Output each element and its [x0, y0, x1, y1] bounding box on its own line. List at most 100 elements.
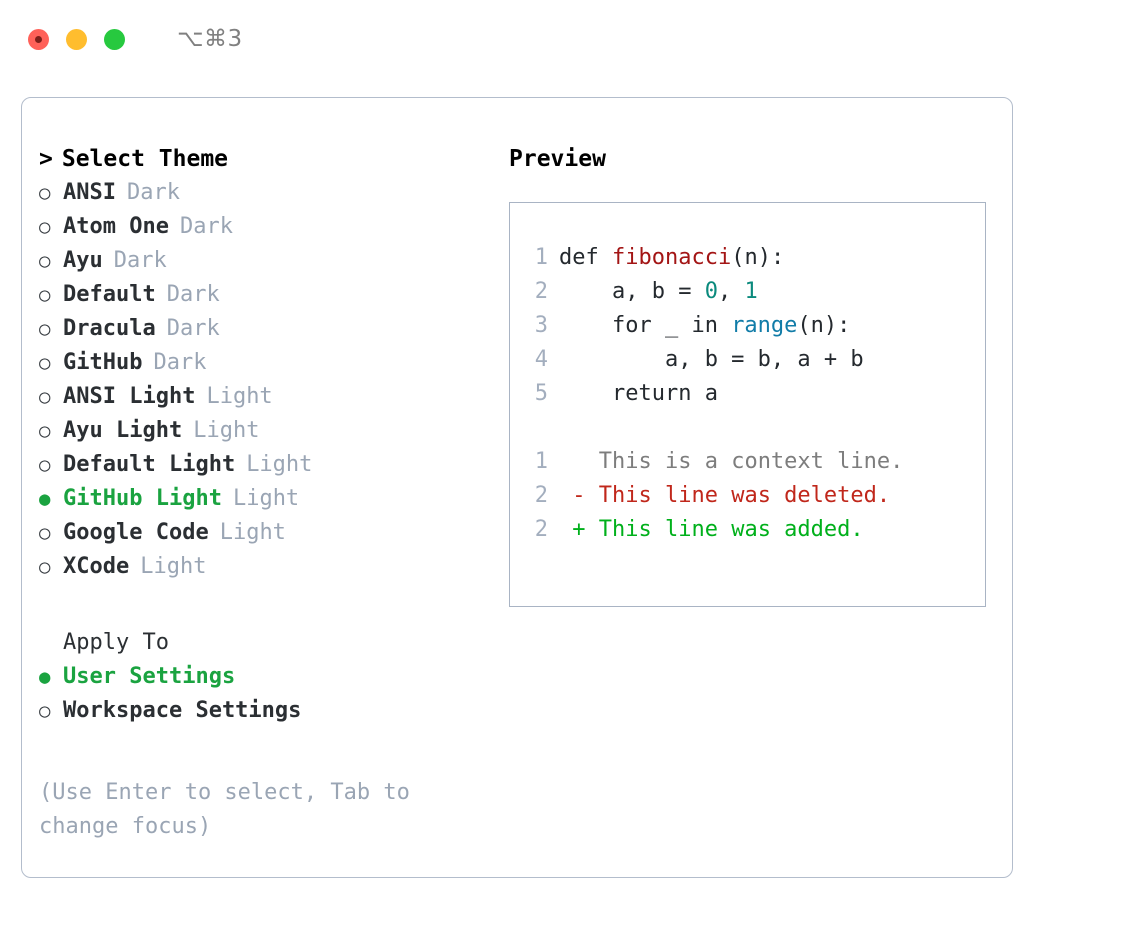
code-token: a, b = b, a + b [559, 347, 864, 372]
theme-option-label: Ayu [63, 248, 103, 273]
radio-unselected-icon: ○ [39, 386, 51, 408]
code-diff-separator [510, 415, 985, 449]
apply-to-section: ○ Apply To ●User Settings○Workspace Sett… [39, 630, 487, 732]
code-line: 4 a, b = b, a + b [510, 347, 985, 381]
diff-marker: + [559, 517, 599, 542]
zoom-button[interactable] [104, 28, 125, 50]
apply-to-option-workspace-settings[interactable]: ○ Workspace Settings [39, 698, 487, 732]
code-token: 0 [704, 279, 718, 304]
keyboard-shortcut-label: ⌥⌘3 [177, 26, 243, 52]
minimize-button[interactable] [66, 28, 87, 50]
code-token: for _ in [559, 313, 732, 338]
apply-to-option-user-settings[interactable]: ●User Settings [39, 664, 487, 698]
code-line: 2 a, b = 0, 1 [510, 279, 985, 313]
keyboard-hint-text: (Use Enter to select, Tab to change focu… [39, 780, 410, 839]
code-line-number: 4 [534, 347, 548, 372]
theme-option-dracula[interactable]: ○ Dracula Dark [39, 316, 487, 350]
theme-option-kind: Light [246, 452, 313, 477]
diff-line-ctx: 1 This is a context line. [510, 449, 985, 483]
select-theme-title: Select Theme [61, 146, 229, 172]
theme-option-kind: Dark [166, 316, 220, 341]
theme-option-google-code[interactable]: ○ Google Code Light [39, 520, 487, 554]
diff-sample: 1 This is a context line.2 - This line w… [510, 449, 985, 551]
theme-option-kind: Dark [153, 350, 207, 375]
apply-to-heading: ○ Apply To [39, 630, 487, 664]
theme-option-label: Dracula [63, 316, 156, 341]
code-token: return a [559, 381, 718, 406]
apply-to-title: Apply To [63, 630, 169, 655]
close-button[interactable] [28, 28, 49, 50]
theme-option-label: GitHub [63, 350, 143, 375]
window-controls [28, 28, 125, 50]
theme-option-label: ANSI [63, 180, 116, 205]
diff-marker [559, 449, 599, 474]
code-token: a, b = [559, 279, 705, 304]
theme-option-ayu[interactable]: ○ Ayu Dark [39, 248, 487, 282]
theme-option-label: GitHub Light [63, 486, 222, 511]
diff-line-number: 2 [534, 483, 548, 508]
code-line-number: 3 [534, 313, 548, 338]
theme-option-kind: Dark [166, 282, 220, 307]
code-line: 5 return a [510, 381, 985, 415]
theme-option-kind: Dark [113, 248, 167, 273]
radio-unselected-icon: ○ [39, 250, 51, 272]
radio-unselected-icon: ○ [39, 522, 51, 544]
diff-line-text: This line was deleted. [598, 483, 891, 508]
code-token: range [731, 313, 798, 338]
theme-option-label: Ayu Light [63, 418, 183, 443]
radio-unselected-icon: ○ [39, 420, 51, 442]
diff-line-add: 2 + This line was added. [510, 517, 985, 551]
code-token: 1 [744, 279, 758, 304]
theme-option-label: Google Code [63, 520, 209, 545]
diff-line-text: This line was added. [598, 517, 864, 542]
diff-line-del: 2 - This line was deleted. [510, 483, 985, 517]
radio-unselected-icon: ○ [39, 700, 51, 722]
theme-option-label: XCode [63, 554, 130, 579]
theme-option-kind: Light [232, 486, 300, 511]
radio-unselected-icon: ○ [39, 284, 51, 306]
select-theme-heading: > Select Theme [39, 146, 487, 180]
apply-to-option-label: Workspace Settings [63, 698, 302, 723]
apply-to-option-label: User Settings [63, 664, 236, 689]
theme-option-kind: Light [219, 520, 286, 545]
apply-to-list: ●User Settings○ Workspace Settings [39, 664, 487, 732]
code-line-number: 5 [534, 381, 548, 406]
theme-option-xcode[interactable]: ○ XCode Light [39, 554, 487, 588]
title-bar: ⌥⌘3 [0, 0, 1140, 78]
theme-option-kind: Light [193, 418, 260, 443]
theme-option-kind: Light [206, 384, 273, 409]
radio-unselected-icon: ○ [39, 454, 51, 476]
radio-unselected-icon: ○ [39, 216, 51, 238]
radio-unselected-icon: ○ [39, 182, 51, 204]
spacer-bullet-icon: ○ [39, 634, 63, 653]
theme-option-label: Atom One [63, 214, 169, 239]
code-line-number: 2 [534, 279, 548, 304]
diff-line-number: 1 [534, 449, 548, 474]
code-token: (n): [797, 313, 851, 338]
code-token: fibonacci [611, 245, 732, 270]
code-line-number: 1 [534, 245, 548, 270]
preview-heading: Preview [509, 146, 606, 172]
diff-line-text: This is a context line. [598, 449, 904, 474]
theme-option-kind: Light [140, 554, 207, 579]
diff-marker: - [559, 483, 599, 508]
prompt-caret-icon: > [39, 146, 53, 172]
radio-unselected-icon: ○ [39, 556, 51, 578]
radio-unselected-icon: ○ [39, 318, 51, 340]
theme-option-ayu-light[interactable]: ○ Ayu Light Light [39, 418, 487, 452]
code-token: (n): [731, 245, 785, 270]
